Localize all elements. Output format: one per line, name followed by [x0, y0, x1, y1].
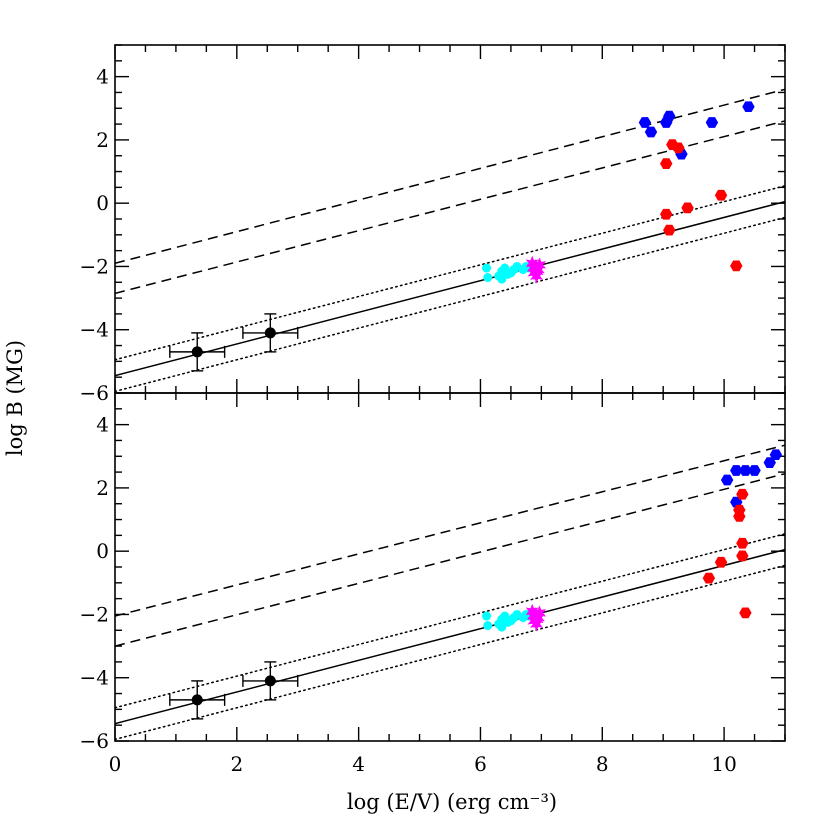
- data-point: [663, 224, 676, 236]
- plot-frame: [114, 392, 786, 742]
- data-point: [530, 263, 544, 279]
- data-point: [748, 465, 761, 476]
- data-point: [483, 621, 493, 631]
- x-tick-label: 8: [596, 752, 609, 776]
- y-tick-label: −4: [80, 666, 109, 690]
- data-point: [681, 202, 694, 214]
- y-tick-label: −2: [80, 602, 109, 626]
- y-tick-label: 4: [96, 65, 109, 89]
- data-point: [191, 346, 203, 358]
- y-tick-label: −4: [80, 318, 109, 342]
- data-point: [533, 605, 547, 621]
- dotted-line: [115, 533, 785, 709]
- x-tick-label: 10: [711, 752, 736, 776]
- data-point: [482, 263, 492, 273]
- data-point: [736, 488, 749, 500]
- dashed-line: [115, 88, 785, 265]
- data-point: [660, 158, 673, 170]
- y-tick-label: −6: [80, 729, 109, 753]
- data-point: [714, 189, 728, 201]
- x-axis-label: log (E/V) (erg cm⁻³): [347, 790, 557, 814]
- x-tick-label: 4: [352, 752, 365, 776]
- solid-line: [115, 548, 785, 725]
- x-tick-label: 2: [230, 752, 243, 776]
- y-tick-label: −2: [80, 254, 109, 278]
- data-point: [672, 142, 685, 154]
- data-point: [663, 110, 676, 122]
- data-point: [191, 694, 203, 706]
- data-point: [483, 273, 493, 283]
- y-tick-label: 0: [96, 191, 109, 215]
- data-point: [497, 274, 507, 284]
- dotted-line: [115, 564, 785, 741]
- dashed-line: [115, 472, 785, 647]
- data-point: [644, 126, 658, 138]
- x-tick-label: 6: [474, 752, 487, 776]
- data-point: [482, 611, 492, 621]
- y-axis-label: log B (MG): [3, 340, 27, 456]
- data-point: [530, 611, 544, 627]
- y-tick-label: 0: [96, 539, 109, 563]
- data-point: [736, 550, 749, 562]
- data-point: [730, 260, 743, 272]
- plot-area: [115, 88, 785, 393]
- x-tick-label: 0: [109, 752, 122, 776]
- data-point: [739, 607, 752, 619]
- data-point: [533, 257, 547, 273]
- data-point: [739, 465, 752, 476]
- dotted-line: [115, 216, 785, 393]
- y-tick-label: 2: [96, 128, 109, 152]
- dashed-line: [115, 444, 785, 617]
- y-tick-label: 4: [96, 413, 109, 437]
- data-point: [736, 537, 749, 549]
- data-point: [503, 269, 513, 279]
- y-tick-label: −6: [80, 381, 109, 405]
- data-point: [660, 208, 673, 220]
- data-point: [733, 511, 746, 522]
- data-point: [497, 622, 507, 632]
- plot-frame: [114, 44, 786, 394]
- data-point: [714, 556, 728, 568]
- data-point: [702, 572, 716, 584]
- data-point: [742, 101, 755, 113]
- data-point: [264, 327, 276, 339]
- plot-area: [115, 444, 785, 741]
- data-point: [730, 465, 743, 476]
- dotted-line: [115, 185, 785, 361]
- y-tick-label: 2: [96, 476, 109, 500]
- data-point: [638, 117, 652, 128]
- panel-top: −6 −4 −2 0 2 4: [80, 44, 786, 405]
- data-point: [264, 675, 276, 687]
- solid-line: [115, 200, 785, 377]
- panel-bottom: −6 −4 −2 0 2 4 0 2 4 6 8 10: [80, 392, 786, 776]
- data-point: [720, 474, 734, 486]
- data-point: [705, 117, 719, 128]
- data-point: [503, 617, 513, 627]
- data-point: [769, 449, 783, 461]
